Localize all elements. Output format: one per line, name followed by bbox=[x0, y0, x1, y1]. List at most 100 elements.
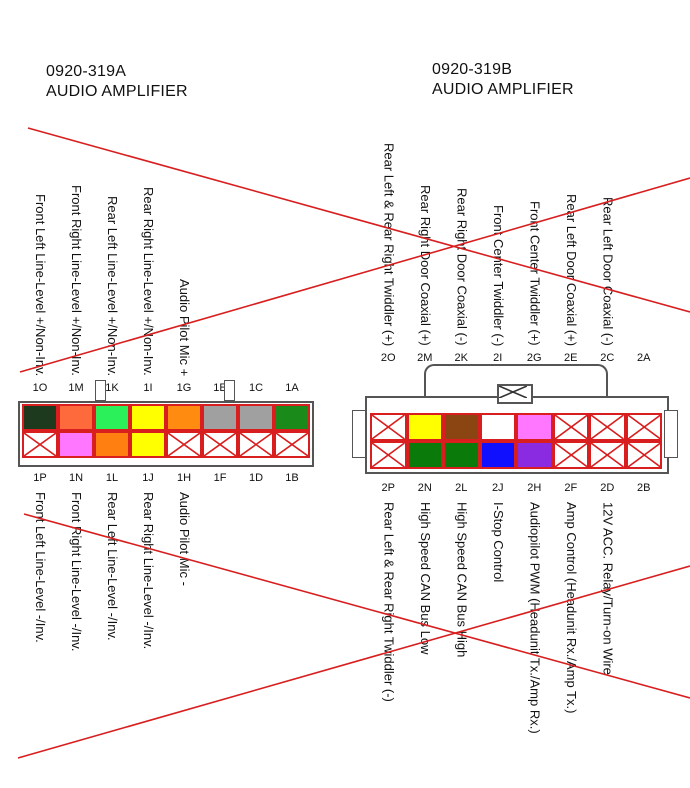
pin-id-1A: 1A bbox=[285, 382, 299, 394]
empty-pin-cross bbox=[554, 415, 587, 439]
pin-id-1P: 1P bbox=[33, 472, 47, 484]
pin-2I bbox=[479, 413, 516, 441]
empty-pin-cross bbox=[204, 433, 236, 456]
pin-1A bbox=[274, 404, 310, 431]
pin-1P bbox=[22, 431, 58, 458]
pin-2J bbox=[479, 441, 516, 469]
pin-desc-2C: Rear Left Door Coaxial (-) bbox=[600, 197, 616, 346]
pin-id-2M: 2M bbox=[417, 352, 433, 364]
pin-id-1O: 1O bbox=[32, 382, 48, 394]
pin-desc-1M: Front Right Line-Level +/Non-Inv. bbox=[69, 185, 84, 376]
cross-stroke bbox=[24, 433, 56, 456]
pin-2F bbox=[552, 441, 589, 469]
pin-2G bbox=[516, 413, 553, 441]
pin-id-2F: 2F bbox=[564, 482, 578, 494]
pin-1H bbox=[166, 431, 202, 458]
pin-1D bbox=[238, 431, 274, 458]
pin-id-1B: 1B bbox=[285, 472, 299, 484]
cross-stroke bbox=[276, 433, 308, 456]
pin-1O bbox=[22, 404, 58, 431]
connector-b-title: 0920-319B AUDIO AMPLIFIER bbox=[432, 60, 574, 100]
pin-id-2H: 2H bbox=[527, 482, 542, 494]
pin-1N bbox=[58, 431, 94, 458]
pin-1J bbox=[130, 431, 166, 458]
connector-a-latch-1 bbox=[224, 380, 235, 401]
pin-id-1D: 1D bbox=[248, 472, 264, 484]
pin-desc-2M: Rear Right Door Coaxial (+) bbox=[417, 185, 433, 346]
pin-id-1G: 1G bbox=[176, 382, 192, 394]
pin-desc-2D: 12V ACC. Relay/Turn-on Wire bbox=[600, 502, 616, 675]
pin-desc-1P: Front Left Line-Level -/Inv. bbox=[33, 492, 48, 643]
connector-b-ramp-left bbox=[352, 410, 366, 458]
empty-pin-cross bbox=[627, 443, 660, 467]
cross-stroke bbox=[168, 433, 200, 456]
pin-desc-2G: Front Center Twiddler (+) bbox=[527, 201, 543, 346]
pin-desc-2N: High Speed CAN Bus Low bbox=[417, 502, 433, 655]
pin-desc-1L: Rear Left Line-Level -/Inv. bbox=[105, 492, 120, 641]
empty-pin-cross bbox=[24, 433, 56, 456]
pin-2D bbox=[589, 441, 626, 469]
connector-a-latch-0 bbox=[95, 380, 106, 401]
pin-desc-1K: Rear Left Line-Level +/Non-Inv. bbox=[105, 196, 120, 377]
cross-stroke bbox=[372, 415, 405, 439]
pin-desc-2P: Rear Left & Rear Right Twiddler (-) bbox=[381, 502, 397, 702]
pin-desc-1I: Rear Right Line-Level +/Non-Inv. bbox=[141, 187, 156, 376]
pin-id-1F: 1F bbox=[213, 472, 227, 484]
pin-id-2B: 2B bbox=[637, 482, 651, 494]
connector-a-name: AUDIO AMPLIFIER bbox=[46, 83, 188, 100]
pin-1K bbox=[94, 404, 130, 431]
pin-2M bbox=[406, 413, 443, 441]
empty-pin-cross bbox=[168, 433, 200, 456]
pin-id-2J: 2J bbox=[491, 482, 504, 494]
pin-id-2D: 2D bbox=[600, 482, 615, 494]
pin-id-2G: 2G bbox=[526, 352, 542, 364]
pin-1C bbox=[238, 404, 274, 431]
pin-id-2O: 2O bbox=[380, 352, 396, 364]
connector-b-name: AUDIO AMPLIFIER bbox=[432, 81, 574, 98]
cross-stroke bbox=[554, 443, 587, 467]
cross-stroke bbox=[372, 443, 405, 467]
pin-id-2I: 2I bbox=[493, 352, 503, 364]
cross-stroke bbox=[591, 415, 624, 439]
pin-id-1E: 1E bbox=[213, 382, 227, 394]
empty-pin-cross bbox=[591, 443, 624, 467]
empty-pin-cross bbox=[554, 443, 587, 467]
cross-out-line-1 bbox=[19, 177, 690, 373]
pin-id-2P: 2P bbox=[381, 482, 395, 494]
cross-stroke bbox=[204, 433, 236, 456]
pin-id-2L: 2L bbox=[455, 482, 468, 494]
pin-desc-1G: Audio Pilot Mic + bbox=[177, 279, 192, 377]
pin-id-1I: 1I bbox=[143, 382, 153, 394]
connector-b-key bbox=[497, 384, 533, 404]
pin-desc-2J: I-Stop Control bbox=[490, 502, 506, 583]
pin-id-2A: 2A bbox=[637, 352, 651, 364]
cross-stroke bbox=[240, 433, 272, 456]
empty-pin-cross bbox=[372, 415, 405, 439]
pin-2O bbox=[370, 413, 407, 441]
pin-id-1C: 1C bbox=[248, 382, 264, 394]
pin-2P bbox=[370, 441, 407, 469]
pin-1G bbox=[166, 404, 202, 431]
pin-desc-2O: Rear Left & Rear Right Twiddler (+) bbox=[381, 143, 397, 347]
pin-id-2K: 2K bbox=[454, 352, 468, 364]
pin-1F bbox=[202, 431, 238, 458]
cross-stroke bbox=[591, 443, 624, 467]
pin-1I bbox=[130, 404, 166, 431]
pin-id-1H: 1H bbox=[176, 472, 192, 484]
empty-pin-cross bbox=[627, 415, 660, 439]
connector-b-part-number: 0920-319B bbox=[432, 61, 513, 78]
pin-2A bbox=[625, 413, 662, 441]
cross-out-line-0 bbox=[27, 127, 690, 313]
pin-desc-2K: Rear Right Door Coaxial (-) bbox=[454, 188, 470, 346]
pin-id-1L: 1L bbox=[105, 472, 119, 484]
cross-stroke bbox=[554, 415, 587, 439]
pin-desc-1N: Front Right Line-Level -/Inv. bbox=[69, 492, 84, 652]
pin-1B bbox=[274, 431, 310, 458]
pin-desc-1O: Front Left Line-Level +/Non-Inv. bbox=[33, 194, 48, 377]
empty-pin-cross bbox=[276, 433, 308, 456]
pin-1L bbox=[94, 431, 130, 458]
pin-desc-1J: Rear Right Line-Level -/Inv. bbox=[141, 492, 156, 650]
pin-desc-2I: Front Center Twiddler (-) bbox=[490, 205, 506, 347]
pin-2L bbox=[443, 441, 480, 469]
connector-a-part-number: 0920-319A bbox=[46, 63, 127, 80]
